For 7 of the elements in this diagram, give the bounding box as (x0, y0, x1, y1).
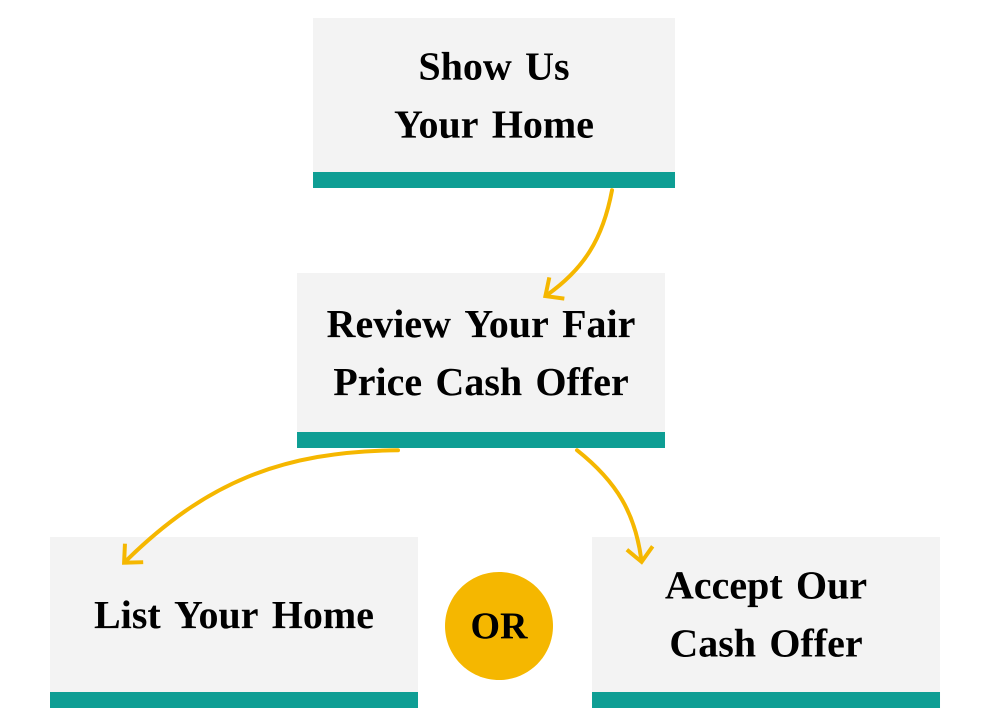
step-box: Review Your Fair Price Cash Offer (297, 273, 665, 448)
curved-arrow (543, 188, 614, 301)
curved-arrow (575, 448, 654, 565)
curved-arrow (122, 448, 400, 565)
step-box: Show Us Your Home (313, 18, 675, 188)
step-box: List Your Home (50, 537, 418, 708)
step-box: Accept Our Cash Offer (592, 537, 940, 708)
